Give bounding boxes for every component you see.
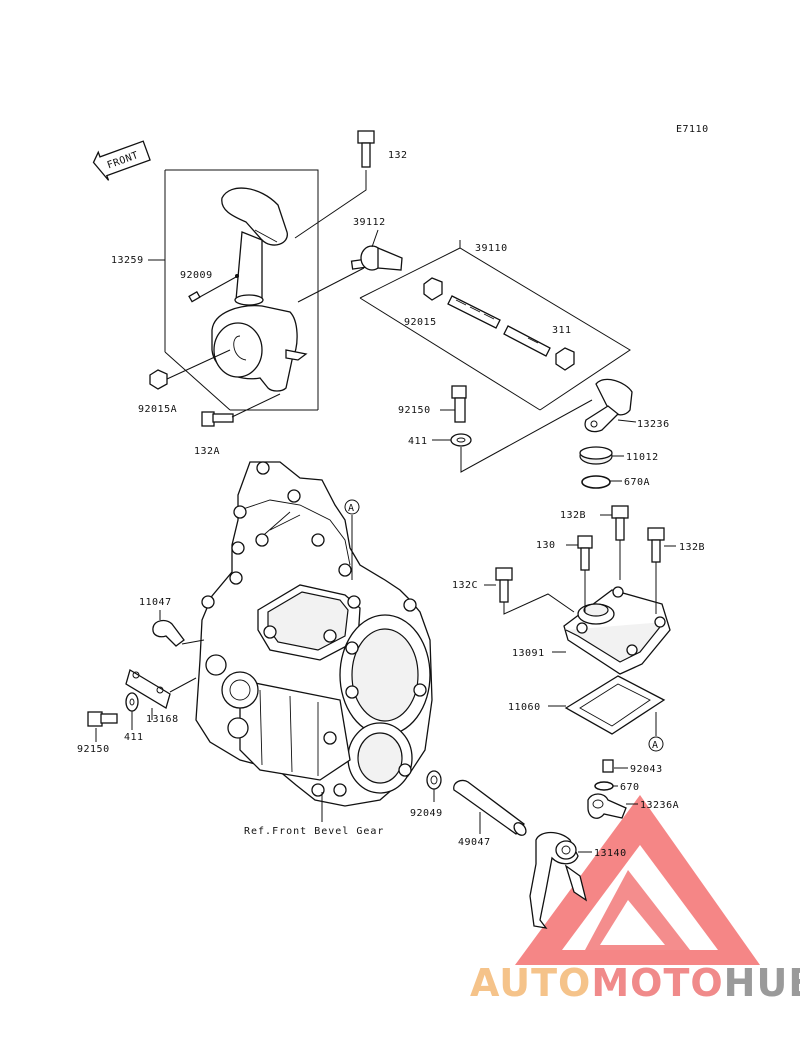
label-132b-b: 132B xyxy=(679,542,705,553)
fork-13140-part xyxy=(529,831,592,929)
bolt-92150-top-part xyxy=(440,385,467,423)
watermark-logo xyxy=(515,795,760,965)
label-13259: 13259 xyxy=(111,255,144,266)
bolt-132a-part xyxy=(201,393,281,427)
ref-mark-a-top-label: A xyxy=(348,503,355,514)
label-411-top: 411 xyxy=(408,436,428,447)
label-92150-bottom: 92150 xyxy=(77,744,110,755)
reference-note: Ref.Front Bevel Gear xyxy=(244,826,384,837)
watermark-part-moto: MOTO xyxy=(591,961,723,1005)
seal-11012-part xyxy=(579,446,624,465)
shaft-49047-part xyxy=(453,779,527,836)
bolt-132b-a-part xyxy=(600,505,629,580)
bolt-132b-b-part xyxy=(647,527,676,614)
plate-13168-part xyxy=(125,669,197,720)
cover-13091-part xyxy=(552,586,671,675)
arm-13236-part xyxy=(584,378,637,433)
label-13236: 13236 xyxy=(637,419,670,430)
oring-670a-part xyxy=(581,475,622,489)
nut-92015a-part xyxy=(149,349,231,390)
label-130: 130 xyxy=(536,540,556,551)
arm-13236a-part xyxy=(587,793,638,819)
label-132c: 132C xyxy=(452,580,478,591)
assembly-line-top xyxy=(460,399,593,473)
diagram-code: E7110 xyxy=(676,124,709,135)
bolt-132-part xyxy=(294,130,375,239)
gasket-11060-part xyxy=(548,675,666,736)
gear-case-part xyxy=(195,461,433,807)
label-92015a: 92015A xyxy=(138,404,177,415)
label-311: 311 xyxy=(552,325,572,336)
bolt-92150-bottom-part xyxy=(87,711,118,742)
bolt-132c-part xyxy=(484,567,575,615)
clip-11047-part xyxy=(152,610,205,647)
label-92049: 92049 xyxy=(410,808,443,819)
screw-92009-part xyxy=(188,276,237,303)
label-670: 670 xyxy=(620,782,640,793)
label-39110: 39110 xyxy=(475,243,508,254)
rod-39110-part xyxy=(423,277,575,371)
pin-92043-part xyxy=(602,759,628,773)
label-92150-top: 92150 xyxy=(398,405,431,416)
washer-411-top-part xyxy=(432,433,472,447)
label-13140: 13140 xyxy=(594,848,627,859)
ref-mark-a-top: A xyxy=(344,499,360,580)
ref-mark-a-bottom: A xyxy=(648,736,664,752)
watermark-part-hub: HUB xyxy=(724,961,800,1005)
label-11060: 11060 xyxy=(508,702,541,713)
label-132b-a: 132B xyxy=(560,510,586,521)
front-arrow-icon: FRONT xyxy=(92,140,151,181)
svg-text:AUTOMOTOHUB: AUTOMOTOHUB xyxy=(470,961,800,1005)
label-13168: 13168 xyxy=(146,714,179,725)
label-670a: 670A xyxy=(624,477,650,488)
label-92043: 92043 xyxy=(630,764,663,775)
bolt-130-part xyxy=(566,535,593,612)
shift-lever-part xyxy=(211,187,308,392)
washer-411-bottom-part xyxy=(125,692,139,730)
label-92009: 92009 xyxy=(180,270,213,281)
rod-group-frame xyxy=(359,240,631,411)
label-13236a: 13236A xyxy=(640,800,679,811)
label-39112: 39112 xyxy=(353,217,386,228)
ref-mark-a-bottom-label: A xyxy=(652,740,659,751)
lever-group-frame xyxy=(148,169,319,411)
seal-92049-part xyxy=(426,770,442,802)
label-11012: 11012 xyxy=(626,452,659,463)
watermark-text: AUTOMOTOHUB xyxy=(470,961,800,1005)
label-92015: 92015 xyxy=(404,317,437,328)
label-132a: 132A xyxy=(194,446,220,457)
watermark-part-auto: AUTO xyxy=(470,961,591,1005)
label-11047: 11047 xyxy=(139,597,172,608)
label-49047: 49047 xyxy=(458,837,491,848)
label-13091: 13091 xyxy=(512,648,545,659)
oring-670-part xyxy=(594,781,618,791)
label-132: 132 xyxy=(388,150,408,161)
joint-39112-part xyxy=(297,229,403,303)
label-411-bottom: 411 xyxy=(124,732,144,743)
